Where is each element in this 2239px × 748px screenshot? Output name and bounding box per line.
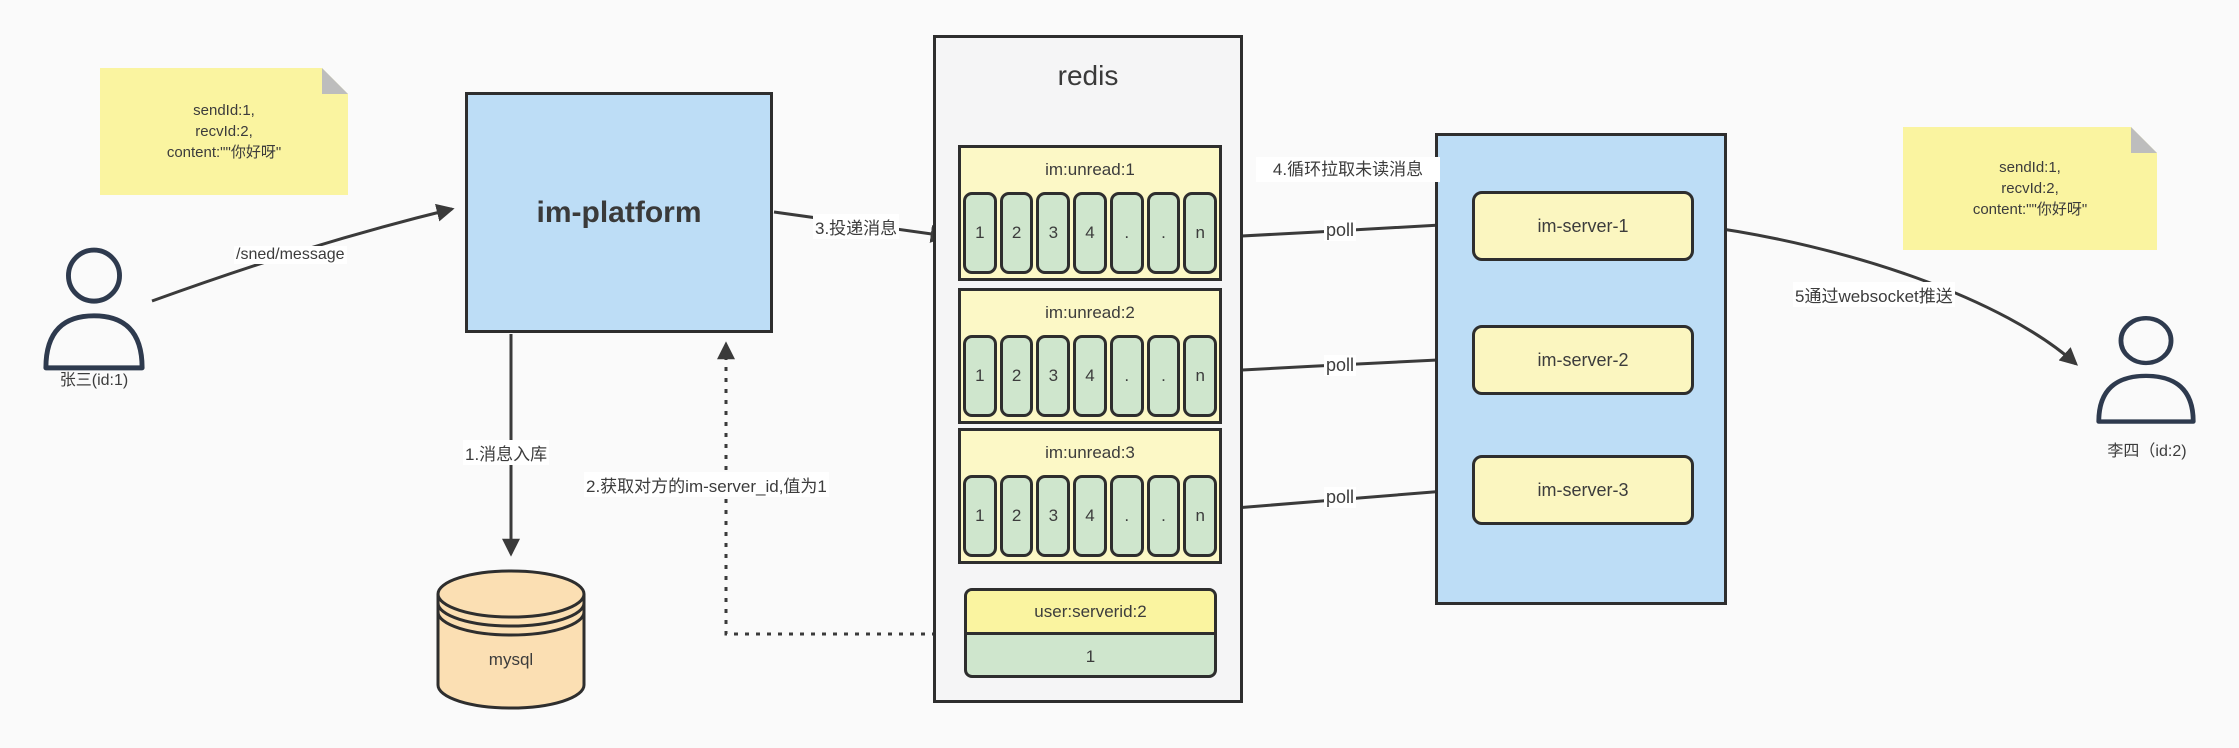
queue-cells: 1 2 3 4 . . n [961, 475, 1219, 561]
queue-cell: n [1183, 335, 1218, 417]
queue-cell: 1 [963, 192, 997, 274]
queue-cell: . [1109, 192, 1144, 274]
sender-label: 张三(id:1) [59, 372, 129, 389]
edge-label-poll-2: poll [1324, 355, 1357, 376]
database-cylinder-icon [436, 569, 586, 710]
note-line: content:""你好呀" [1972, 201, 2088, 218]
note-line: recvId:2, [2001, 180, 2059, 197]
redis-list-im-unread-2: im:unread:2 1 2 3 4 . . n [958, 288, 1222, 424]
edge-label-send-message: /sned/message [234, 246, 347, 264]
sticky-note-send-payload: sendId:1, recvId:2, content:""你好呀" [100, 68, 348, 195]
queue-cell: . [1146, 335, 1181, 417]
edge-label-deliver-message: 3.投递消息 [813, 214, 900, 239]
im-server-3-node: im-server-3 [1472, 455, 1694, 525]
redis-list-im-unread-1: im:unread:1 1 2 3 4 . . n [958, 145, 1222, 281]
user-icon-receiver [2096, 316, 2196, 424]
note-fold-icon [2131, 127, 2157, 153]
note-line: sendId:1, [1999, 159, 2061, 176]
queue-cell: 4 [1073, 475, 1107, 557]
queue-cell: n [1183, 192, 1218, 274]
edge-label-websocket-push: 5通过websocket推送 [1793, 282, 1955, 307]
user-icon-sender [43, 247, 145, 371]
note-line: content:""你好呀" [166, 144, 282, 161]
note-line: recvId:2, [195, 123, 253, 140]
queue-cell: 2 [999, 192, 1034, 274]
queue-cell: 1 [963, 475, 997, 557]
queue-cell: . [1109, 335, 1144, 417]
queue-cells: 1 2 3 4 . . n [961, 335, 1219, 421]
receiver-label: 李四（id:2) [2107, 443, 2187, 460]
kv-header: user:serverid:2 [967, 591, 1214, 635]
queue-cell: 4 [1073, 335, 1107, 417]
queue-cell: 3 [1036, 192, 1071, 274]
redis-kv-user-serverid: user:serverid:2 1 [964, 588, 1217, 678]
redis-list-im-unread-3: im:unread:3 1 2 3 4 . . n [958, 428, 1222, 564]
note-line: sendId:1, [193, 102, 255, 119]
redis-list-header: im:unread:2 [1045, 303, 1135, 322]
edge-label-store-message: 1.消息入库 [463, 440, 550, 465]
queue-cell: 2 [999, 335, 1034, 417]
note-fold-icon [322, 68, 348, 94]
edge-label-poll-1: poll [1324, 220, 1357, 241]
im-server-2-node: im-server-2 [1472, 325, 1694, 395]
mysql-label: mysql [488, 650, 534, 669]
queue-cell: 1 [963, 335, 997, 417]
queue-cell: . [1109, 475, 1144, 557]
edge-label-poll-description: 4.循环拉取未读消息 [1256, 157, 1440, 182]
kv-value: 1 [1085, 646, 1096, 666]
queue-cell: 3 [1036, 475, 1071, 557]
queue-cell: 2 [999, 475, 1034, 557]
redis-list-header: im:unread:3 [1045, 443, 1135, 462]
queue-cell: 4 [1073, 192, 1107, 274]
mysql-database-node: mysql [434, 566, 588, 714]
redis-container: redis im:unread:1 1 2 3 4 . . n im:unrea… [933, 35, 1243, 703]
im-server-label: im-server-3 [1537, 479, 1629, 500]
im-server-label: im-server-1 [1537, 215, 1629, 236]
redis-list-header: im:unread:1 [1045, 160, 1135, 179]
im-platform-node: im-platform [465, 92, 773, 333]
edge-label-lookup-serverid: 2.获取对方的im-server_id,值为1 [584, 472, 829, 497]
queue-cell: . [1146, 192, 1181, 274]
im-platform-label: im-platform [536, 195, 702, 229]
queue-cell: 3 [1036, 335, 1071, 417]
sticky-note-receive-payload: sendId:1, recvId:2, content:""你好呀" [1903, 127, 2157, 250]
queue-cell: . [1146, 475, 1181, 557]
edge-label-poll-3: poll [1324, 487, 1357, 508]
im-server-1-node: im-server-1 [1472, 191, 1694, 261]
im-server-label: im-server-2 [1537, 349, 1629, 370]
im-server-cluster: im-server-1 im-server-2 im-server-3 [1435, 133, 1727, 605]
queue-cells: 1 2 3 4 . . n [961, 192, 1219, 278]
queue-cell: n [1183, 475, 1218, 557]
redis-title: redis [1057, 60, 1119, 91]
